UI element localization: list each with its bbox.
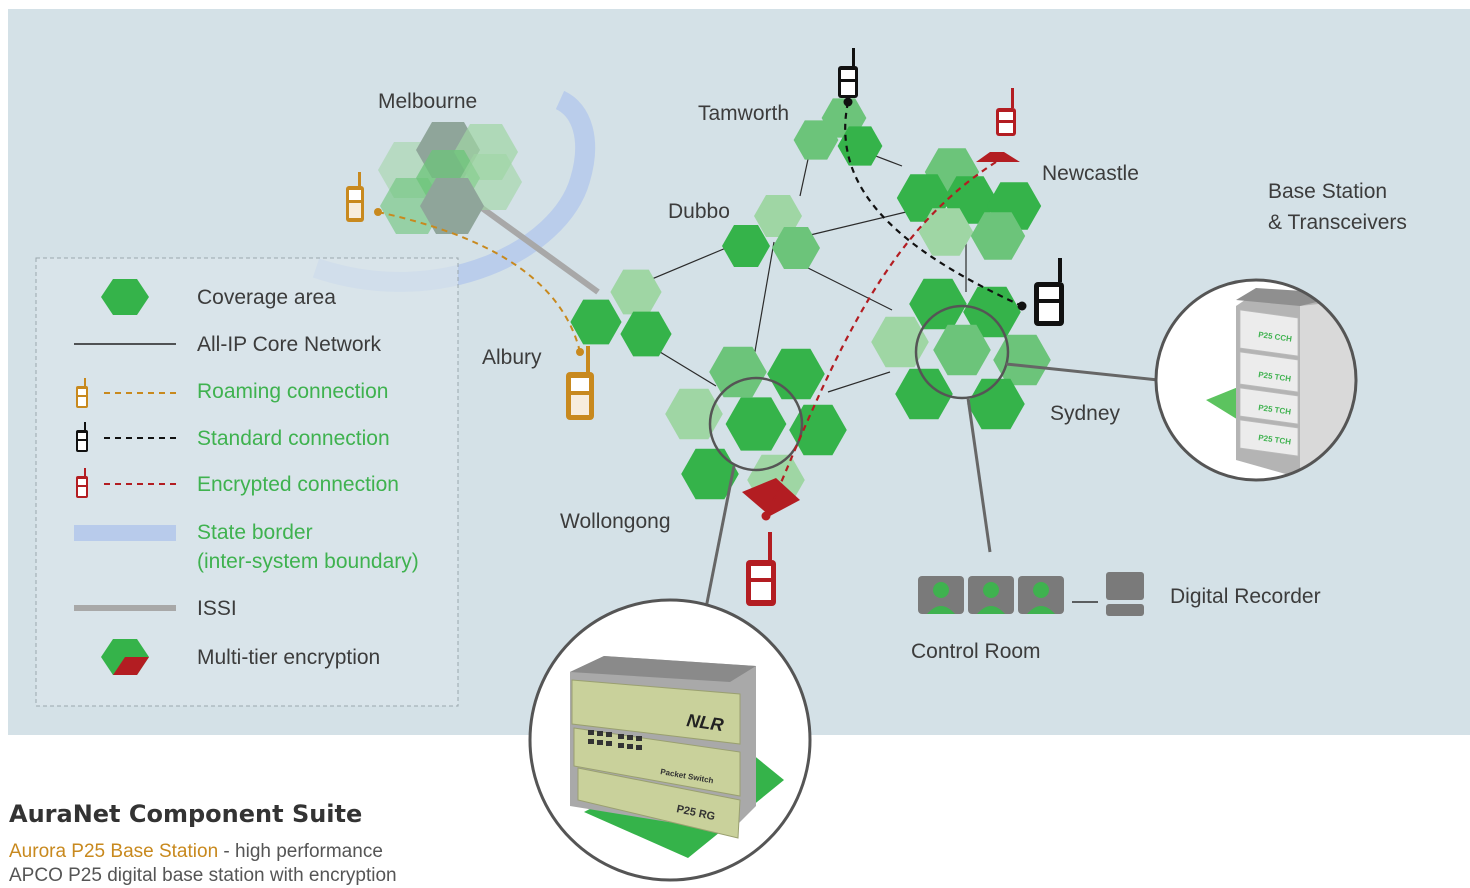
legend-multitier-label: Multi-tier encryption	[197, 646, 380, 669]
city-label-newcastle: Newcastle	[1042, 162, 1139, 185]
standard-endpoint	[843, 97, 853, 107]
state-border-legend-swatch	[74, 525, 176, 541]
city-label-melbourne: Melbourne	[378, 90, 477, 113]
legend-state-border-label: State border	[197, 521, 313, 544]
legend-core-label: All-IP Core Network	[197, 333, 381, 356]
city-label-albury: Albury	[482, 346, 542, 369]
roaming-phone-icon	[566, 346, 594, 420]
legend-state-border-sublabel: (inter-system boundary)	[197, 550, 419, 573]
digital-recorder-icon	[1106, 572, 1144, 616]
legend-issi-label: ISSI	[197, 597, 237, 620]
wollongong-highlight-circle	[708, 376, 804, 472]
nlr-unit	[571, 679, 741, 745]
base-station-zoom: P25 CCH P25 TCH P25 TCH P25 TCH	[1154, 278, 1358, 482]
operator-icon	[1018, 576, 1064, 614]
roaming-endpoint	[374, 208, 382, 216]
issi-line	[480, 205, 600, 295]
encrypted-phone-legend-icon	[76, 468, 88, 498]
control-room: Control Room Digital Recorder	[911, 572, 1321, 663]
control-room-label: Control Room	[911, 640, 1041, 663]
connector-line	[966, 397, 992, 553]
packet-switch-unit	[573, 727, 741, 797]
digital-recorder-label: Digital Recorder	[1170, 585, 1321, 608]
standard-phone-icon	[838, 48, 858, 98]
encrypted-phone-icon	[996, 88, 1016, 136]
legend: Coverage area All-IP Core Network Roamin…	[35, 257, 459, 707]
component-suite-description: Aurora P25 Base Station - high performan…	[9, 840, 479, 888]
legend-roaming-label: Roaming connection	[197, 380, 388, 403]
encrypted-connection-path	[766, 161, 997, 515]
standard-endpoint	[1017, 301, 1027, 311]
coverage-area-icon	[101, 279, 149, 315]
component-name-suffix: - high performance	[218, 841, 383, 862]
legend-standard-label: Standard connection	[197, 427, 390, 450]
roaming-endpoint	[576, 348, 584, 356]
legend-coverage-label: Coverage area	[197, 286, 336, 309]
connector-line	[1005, 362, 1159, 382]
component-description-line: APCO P25 digital base station with encry…	[9, 865, 397, 886]
standard-phone-legend-icon	[76, 422, 88, 452]
operator-icon	[918, 576, 964, 614]
sydney-highlight-circle	[914, 304, 1010, 400]
city-label-sydney: Sydney	[1050, 402, 1121, 425]
base-station-subtitle: & Transceivers	[1268, 211, 1407, 234]
wollongong-encryption-roof	[742, 478, 800, 516]
newcastle-encryption-roof	[976, 152, 1020, 162]
connector-line	[704, 465, 736, 609]
encrypted-endpoint	[761, 511, 771, 521]
standard-phone-icon	[1034, 258, 1064, 326]
encrypted-phone-icon	[746, 532, 776, 606]
rack-zoom: NLR Packet Switch P25 RG	[528, 598, 812, 882]
city-label-dubbo: Dubbo	[668, 200, 730, 223]
roaming-phone-icon	[346, 172, 364, 222]
legend-encrypted-label: Encrypted connection	[197, 473, 399, 496]
rg-unit	[577, 767, 741, 839]
standard-connection-path	[844, 101, 1023, 307]
base-station-title: Base Station	[1268, 180, 1387, 203]
operator-icon	[968, 576, 1014, 614]
roaming-connection-path	[377, 211, 581, 353]
multi-tier-encryption-icon	[101, 639, 149, 675]
city-label-tamworth: Tamworth	[698, 102, 789, 125]
component-suite-heading: AuraNet Component Suite	[9, 800, 363, 828]
component-name: Aurora P25 Base Station	[9, 841, 219, 862]
roaming-phone-legend-icon	[76, 378, 88, 408]
city-label-wollongong: Wollongong	[560, 510, 671, 533]
